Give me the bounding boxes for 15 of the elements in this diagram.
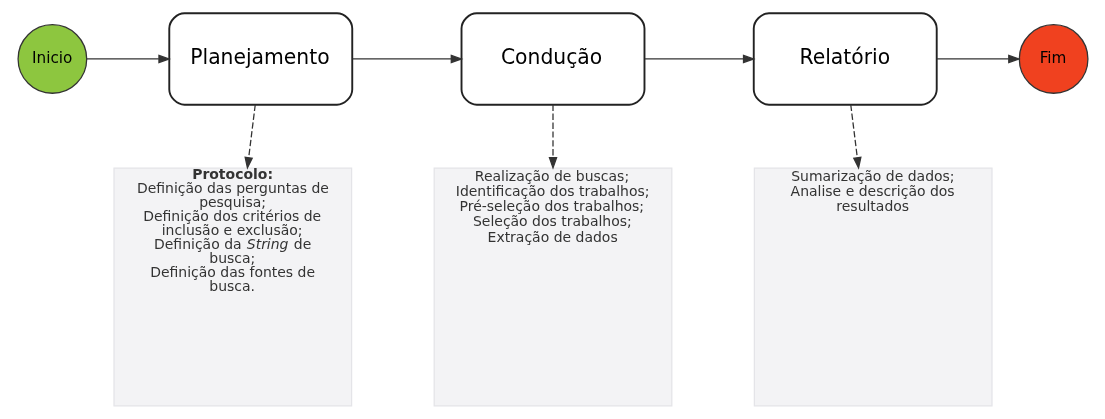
node-box: Relatório [752,12,938,106]
node-circle: Fim [1018,24,1089,94]
arrow [935,54,1021,64]
node-box: Condução [460,12,645,106]
arrow [351,54,463,64]
node-circle: Inicio [16,24,87,94]
node-box: Realização de buscas; Identificação dos trabalhos; Pré-seleção dos trabalhos; Seleção dos trabalhos; Extração de dados [433,167,672,407]
arrow [643,54,756,64]
arrow [85,54,171,64]
node-box: Planejamento [167,12,353,106]
arrow [243,104,256,170]
node-box: Protocolo: Definição das perguntas de pesquisa; Definição dos critérios de inclusão e exclusão; Definição da String de busca; Definição das fontes de busca. [112,167,352,407]
arrow [849,104,862,170]
arrow [548,104,557,170]
node-box: Sumarização de dados; Analise e descrição dos resultados [753,167,993,407]
